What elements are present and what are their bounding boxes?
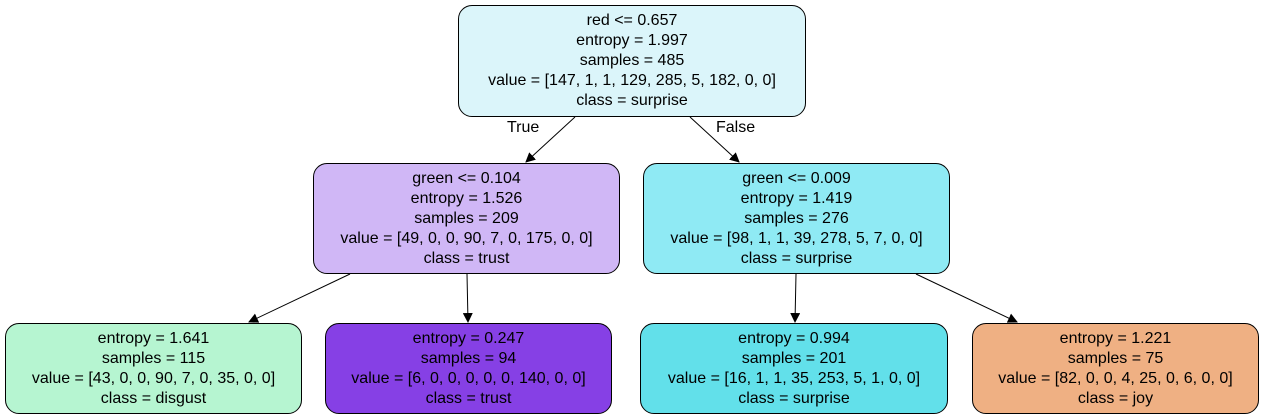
node-split: red <= 0.657 [586,12,678,29]
node-class: class = surprise [738,389,850,407]
node-value: value = [82, 0, 0, 4, 25, 0, 6, 0, 0] [998,369,1233,387]
tree-leaf-1: entropy = 1.641 samples = 115 value = [4… [5,323,302,414]
edge-right-leaf4 [915,273,1018,323]
edge-root-right [689,116,740,163]
edge-right-leaf3 [790,273,801,323]
node-split: green <= 0.009 [742,169,851,187]
node-entropy: entropy = 0.994 [738,329,850,347]
edge-label-false: False [716,119,756,136]
node-value: value = [49, 0, 0, 90, 7, 0, 175, 0, 0] [340,229,593,247]
node-entropy: entropy = 1.419 [740,189,853,207]
node-class: class = joy [1077,389,1154,407]
tree-node-right: green <= 0.009 entropy = 1.419 samples =… [643,163,950,274]
tree-node-root: red <= 0.657 entropy = 1.997 samples = 4… [458,5,806,117]
edge-left-leaf2 [462,273,473,323]
node-entropy: entropy = 0.247 [412,329,525,347]
node-value: value = [43, 0, 0, 90, 7, 0, 35, 0, 0] [31,369,276,387]
edge-left-leaf1 [248,273,351,323]
edge-label-true: True [507,119,540,136]
tree-leaf-4: entropy = 1.221 samples = 75 value = [82… [972,323,1259,414]
node-entropy: entropy = 1.221 [1059,329,1172,347]
node-class: class = trust [425,389,512,407]
node-value: value = [98, 1, 1, 39, 278, 5, 7, 0, 0] [670,229,923,247]
node-samples: samples = 485 [579,52,685,69]
edge-root-left [525,116,576,163]
node-entropy: entropy = 1.997 [576,32,688,49]
node-class: class = trust [423,249,510,267]
node-split: green <= 0.104 [412,169,521,187]
node-value: value = [6, 0, 0, 0, 0, 0, 140, 0, 0] [351,369,586,387]
node-class: class = disgust [100,389,207,407]
node-entropy: entropy = 1.526 [410,189,523,207]
node-samples: samples = 209 [414,209,519,227]
node-entropy: entropy = 1.641 [97,329,210,347]
node-class: class = surprise [576,92,688,109]
node-class: class = surprise [740,249,853,267]
node-samples: samples = 276 [744,209,849,227]
tree-leaf-3: entropy = 0.994 samples = 201 value = [1… [640,323,948,414]
node-samples: samples = 94 [420,349,517,367]
tree-node-left: green <= 0.104 entropy = 1.526 samples =… [313,163,620,274]
node-value: value = [16, 1, 1, 35, 253, 5, 1, 0, 0] [667,369,921,387]
node-value: value = [147, 1, 1, 129, 285, 5, 182, 0,… [488,72,776,89]
node-samples: samples = 115 [101,349,206,367]
node-samples: samples = 201 [741,349,847,367]
node-samples: samples = 75 [1067,349,1164,367]
tree-leaf-2: entropy = 0.247 samples = 94 value = [6,… [325,323,612,414]
